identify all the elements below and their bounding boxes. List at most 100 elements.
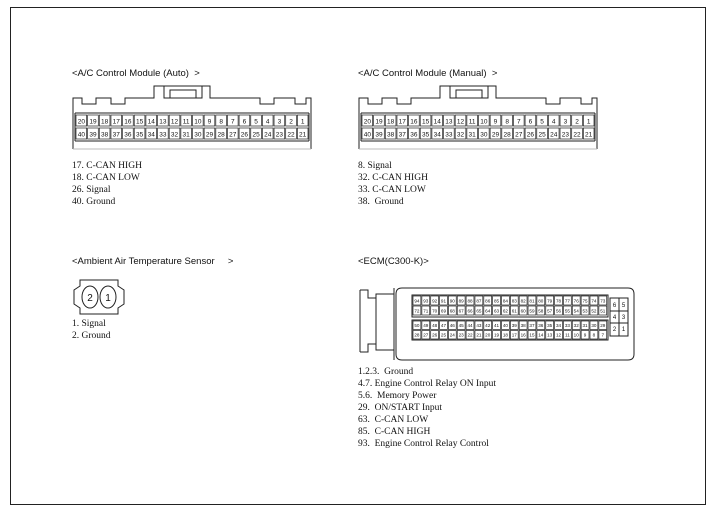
auto-top-cell <box>75 114 87 127</box>
ecm-row2-pin-label: 63 <box>494 309 500 314</box>
ecm-row1-cell <box>536 295 546 306</box>
ecm-row2-cell <box>571 305 581 316</box>
auto-top-cell <box>145 114 157 127</box>
auto-top-cell <box>227 114 239 127</box>
manual-top-cell <box>559 114 572 127</box>
ecm-row3-pin-label: 46 <box>450 323 456 328</box>
ecm-row4-pin-label: 26 <box>432 333 438 338</box>
auto-bottom-pin-label: 37 <box>113 132 121 139</box>
ecm-row4-pin-label: 12 <box>556 333 562 338</box>
manual-top-pin-label: 2 <box>575 119 579 126</box>
manual-bottom-pin-label: 39 <box>375 132 383 139</box>
ecm-row1-pin-label: 85 <box>494 299 500 304</box>
auto-top-pin-label: 4 <box>266 119 270 126</box>
ecm-row1-pin-label: 89 <box>459 299 465 304</box>
ecm-row4-cell <box>527 330 537 340</box>
ecm-row3-pin-label: 37 <box>529 323 535 328</box>
sensor-pin-2: 2 <box>87 293 93 304</box>
ecm-row2-cell <box>536 305 546 316</box>
ecm-row4-pin-label: 16 <box>521 333 527 338</box>
pin-description: 4.7. Engine Control Relay ON Input <box>358 379 496 389</box>
ecm-row1-cell <box>563 295 572 306</box>
auto-top-pin-label: 13 <box>159 119 167 126</box>
auto-top-cell <box>238 114 251 127</box>
ecm-row3-cell <box>448 320 457 330</box>
auto-top-cell <box>180 114 192 127</box>
ecm-row1-cell <box>554 295 563 306</box>
manual-bottom-pin-label: 30 <box>480 132 488 139</box>
auto-top-pin-label: 7 <box>231 119 235 126</box>
ecm-row3-cell <box>527 320 537 330</box>
ecm-row4-pin-label: 23 <box>459 333 465 338</box>
pin-description: 29. ON/START Input <box>358 403 442 413</box>
auto-top-cell <box>250 114 262 127</box>
auto-bottom-pin-label: 23 <box>276 132 284 139</box>
ecm-row1-cell <box>421 295 431 306</box>
ecm-row2-pin-label: 56 <box>556 309 562 314</box>
ecm-row3-cell <box>465 320 475 330</box>
manual-top-pin-label: 19 <box>375 119 383 126</box>
ecm-row1-pin-label: 76 <box>574 299 580 304</box>
ecm-row3-pin-label: 32 <box>574 323 580 328</box>
ecm-row3-pin-label: 41 <box>494 323 500 328</box>
auto-bottom-cell <box>215 127 227 140</box>
manual-bottom-cell <box>408 127 420 140</box>
ecm-row3-pin-label: 44 <box>467 323 473 328</box>
ecm-row3-cell <box>545 320 554 330</box>
auto-bottom-pin-label: 40 <box>78 132 86 139</box>
ecm-row3-cell <box>571 320 581 330</box>
auto-top-cell <box>273 114 286 127</box>
manual-top-pin-label: 1 <box>587 119 591 126</box>
auto-bottom-cell <box>238 127 251 140</box>
ecm-row1-cell <box>545 295 554 306</box>
ecm-row4-pin-label: 9 <box>584 333 587 338</box>
manual-top-cell <box>443 114 455 127</box>
manual-top-cell <box>466 114 478 127</box>
manual-top-cell <box>408 114 420 127</box>
ecm-row4-cell <box>412 330 422 340</box>
manual-top-pin-label: 12 <box>457 119 465 126</box>
ecm-row2-cell <box>430 305 439 316</box>
ecm-row3-pin-label: 48 <box>432 323 438 328</box>
ecm-row2-cell <box>492 305 501 316</box>
auto-top-pin-label: 19 <box>89 119 97 126</box>
manual-top-cell <box>501 114 513 127</box>
ecm-row2-cell <box>474 305 484 316</box>
manual-bottom-cell <box>524 127 537 140</box>
auto-top-pin-label: 17 <box>113 119 121 126</box>
manual-top-pin-label: 5 <box>540 119 544 126</box>
ecm-row4-pin-label: 28 <box>414 333 420 338</box>
pin-description: 33. C-CAN LOW <box>358 185 426 195</box>
ecm-row1-pin-label: 87 <box>476 299 482 304</box>
ecm-row4-cell <box>536 330 546 340</box>
auto-bottom-pin-label: 24 <box>264 132 272 139</box>
auto-top-pin-label: 15 <box>136 119 144 126</box>
ecm-row1-cell <box>448 295 457 306</box>
manual-top-cell <box>536 114 548 127</box>
pin-description: 85. C-CAN HIGH <box>358 427 431 437</box>
auto-bottom-pin-label: 32 <box>171 132 179 139</box>
auto-top-cell <box>133 114 146 127</box>
auto-bottom-pin-label: 22 <box>287 132 295 139</box>
ecm-row4-pin-label: 18 <box>503 333 509 338</box>
ecm-row3-pin-label: 45 <box>459 323 465 328</box>
ecm-row2-pin-label: 65 <box>476 309 482 314</box>
ecm-row2-cell <box>439 305 448 316</box>
manual-bottom-cell <box>419 127 432 140</box>
ecm-row3-pin-label: 35 <box>547 323 553 328</box>
manual-top-pin-label: 4 <box>552 119 556 126</box>
ecm-row4-pin-label: 15 <box>529 333 535 338</box>
ecm-row3-pin-label: 47 <box>441 323 447 328</box>
ecm-row1-pin-label: 79 <box>547 299 553 304</box>
manual-top-pin-label: 15 <box>422 119 430 126</box>
manual-top-cell <box>571 114 583 127</box>
diagram-frame <box>10 7 706 505</box>
manual-top-pin-label: 18 <box>387 119 395 126</box>
ecm-row2-cell <box>501 305 510 316</box>
ecm-row2-pin-label: 55 <box>565 309 571 314</box>
